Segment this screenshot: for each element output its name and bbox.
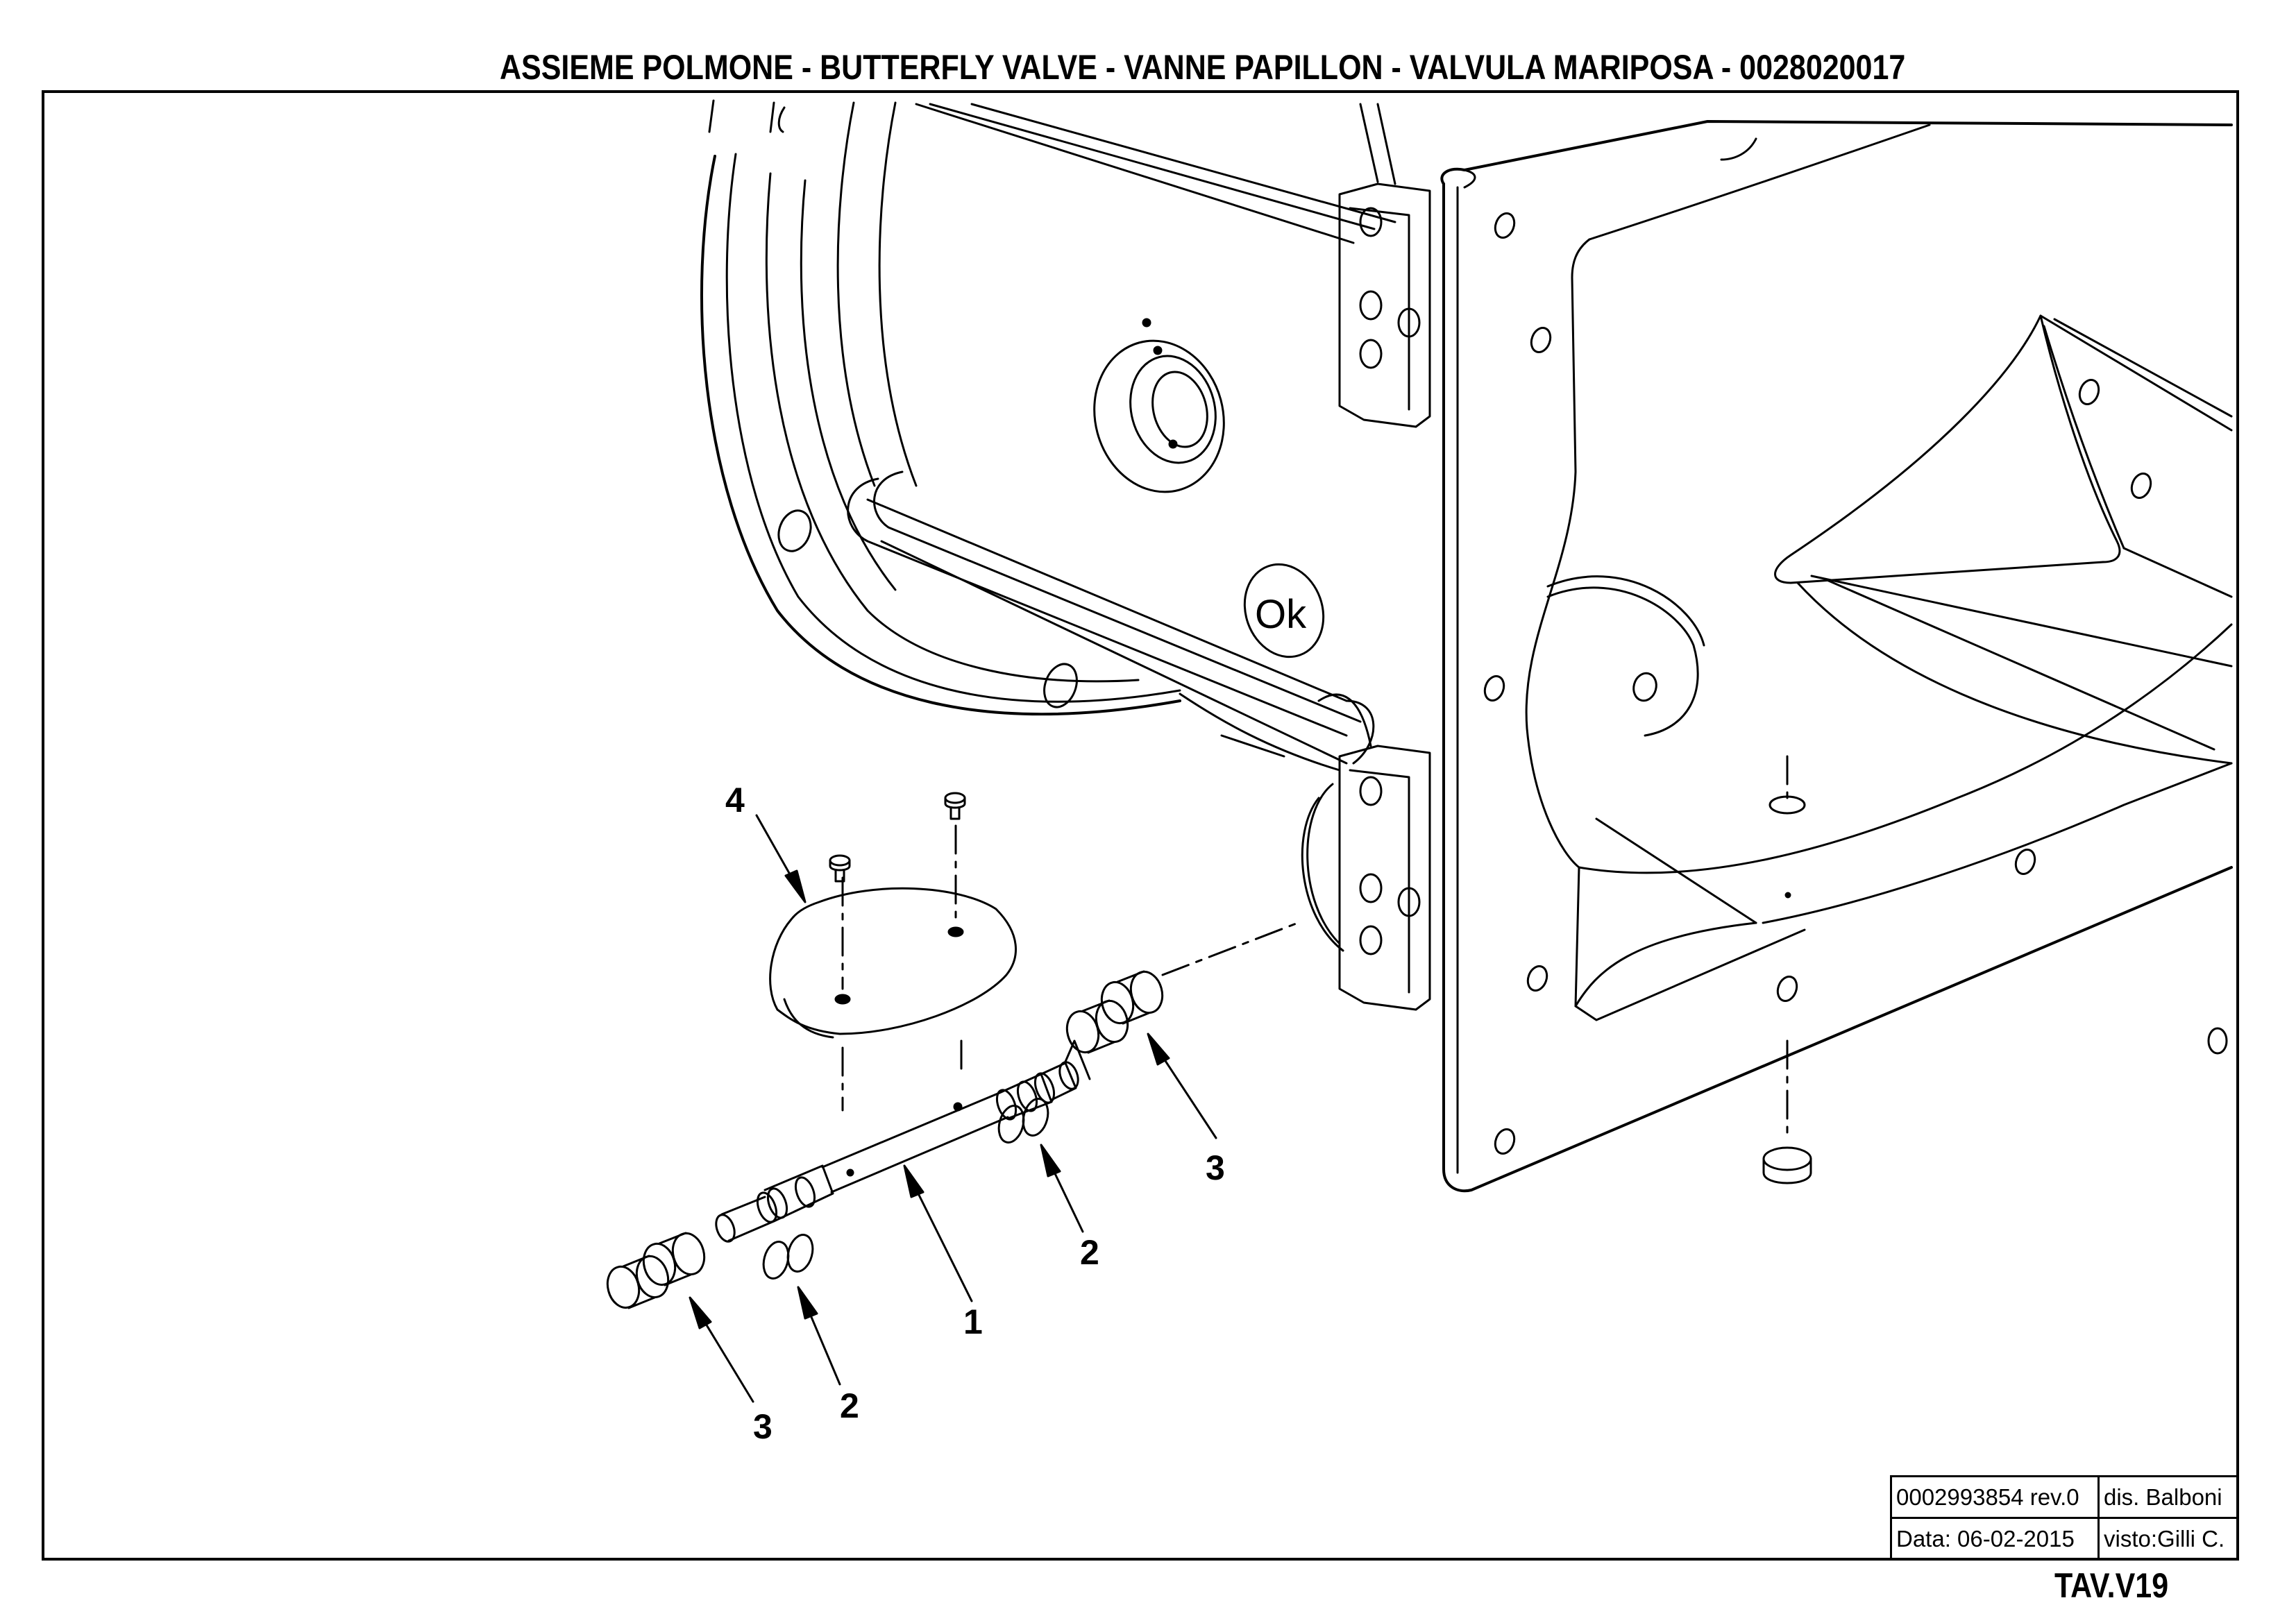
callout-2-right: 2: [1080, 1233, 1099, 1272]
valve-housing: [700, 99, 1396, 772]
table-reference: TAV.V19: [2054, 1566, 2169, 1605]
leader-arrows: [689, 814, 1217, 1403]
cover-plate: [769, 824, 1017, 1112]
checked-by: visto:Gilli C.: [2104, 1526, 2225, 1552]
o-ring-pair-left: [762, 1234, 814, 1280]
upper-flange-plate: [1338, 103, 1431, 428]
valve-shaft: [715, 1039, 1091, 1243]
cover-screw-left: [829, 854, 851, 883]
drawing-frame: [42, 90, 2239, 1561]
callout-4: 4: [725, 781, 745, 819]
drawn-by: dis. Balboni: [2100, 1477, 2239, 1519]
lower-flange-plate: [1301, 693, 1431, 1011]
o-ring-pair-right: [997, 1098, 1049, 1144]
drawing-title: ASSIEME POLMONE - BUTTERFLY VALVE - VANN…: [500, 48, 1906, 87]
callout-1: 1: [963, 1302, 983, 1341]
callout-2-left: 2: [840, 1386, 859, 1425]
title-block: 0002993854 rev.0 dis. Balboni Data: 06-0…: [1890, 1475, 2239, 1561]
drain-plug: [1762, 1039, 1812, 1184]
ok-stamp: Ok: [1243, 563, 1325, 658]
drawing-date: Data: 06-02-2015: [1892, 1519, 2100, 1561]
callout-3-left: 3: [753, 1407, 773, 1446]
right-body: [1440, 120, 2233, 1193]
callout-3-right: 3: [1206, 1148, 1225, 1187]
document-id: 0002993854 rev.0: [1892, 1477, 2100, 1519]
ok-stamp-text: Ok: [1255, 592, 1307, 637]
bushing-pair-left: [606, 1232, 706, 1309]
cover-screw-right: [944, 792, 966, 820]
bushing-pair-right: [1065, 921, 1299, 1054]
